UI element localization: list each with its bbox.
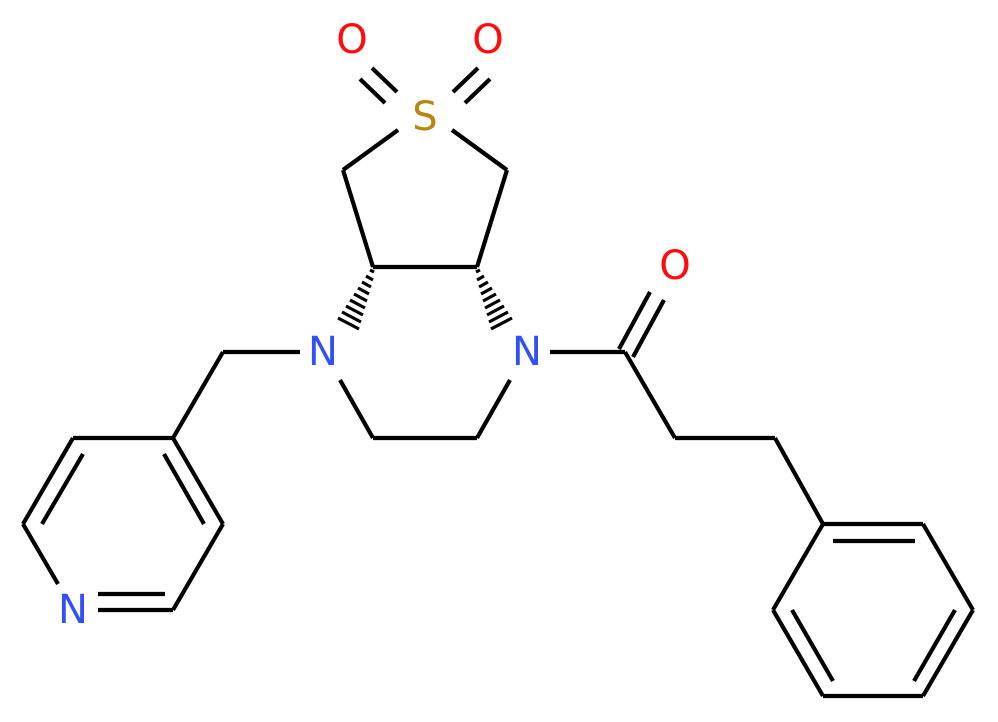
phenyl-ring	[771, 521, 975, 699]
oxygen-atom-sulfonyl-right: O	[472, 17, 503, 63]
oxygen-atom-sulfonyl-left: O	[336, 17, 367, 63]
thiolane-ring	[340, 128, 510, 270]
nitrogen-atom-right: N	[512, 329, 542, 375]
pyridine-ring	[21, 435, 225, 613]
pyridylmethyl-linker	[171, 349, 300, 440]
amide-carbonyl	[550, 290, 666, 359]
sulfonyl-double-bonds	[358, 66, 492, 105]
oxygen-atom-carbonyl: O	[659, 243, 690, 289]
nitrogen-atom-pyridine: N	[58, 587, 88, 633]
sulfur-atom: S	[412, 94, 437, 140]
nitrogen-atom-left: N	[308, 329, 338, 375]
hashed-wedge-right	[475, 268, 513, 331]
propyl-chain	[623, 350, 825, 526]
hashed-wedge-left	[337, 268, 375, 331]
piperazine-ring	[338, 378, 512, 441]
